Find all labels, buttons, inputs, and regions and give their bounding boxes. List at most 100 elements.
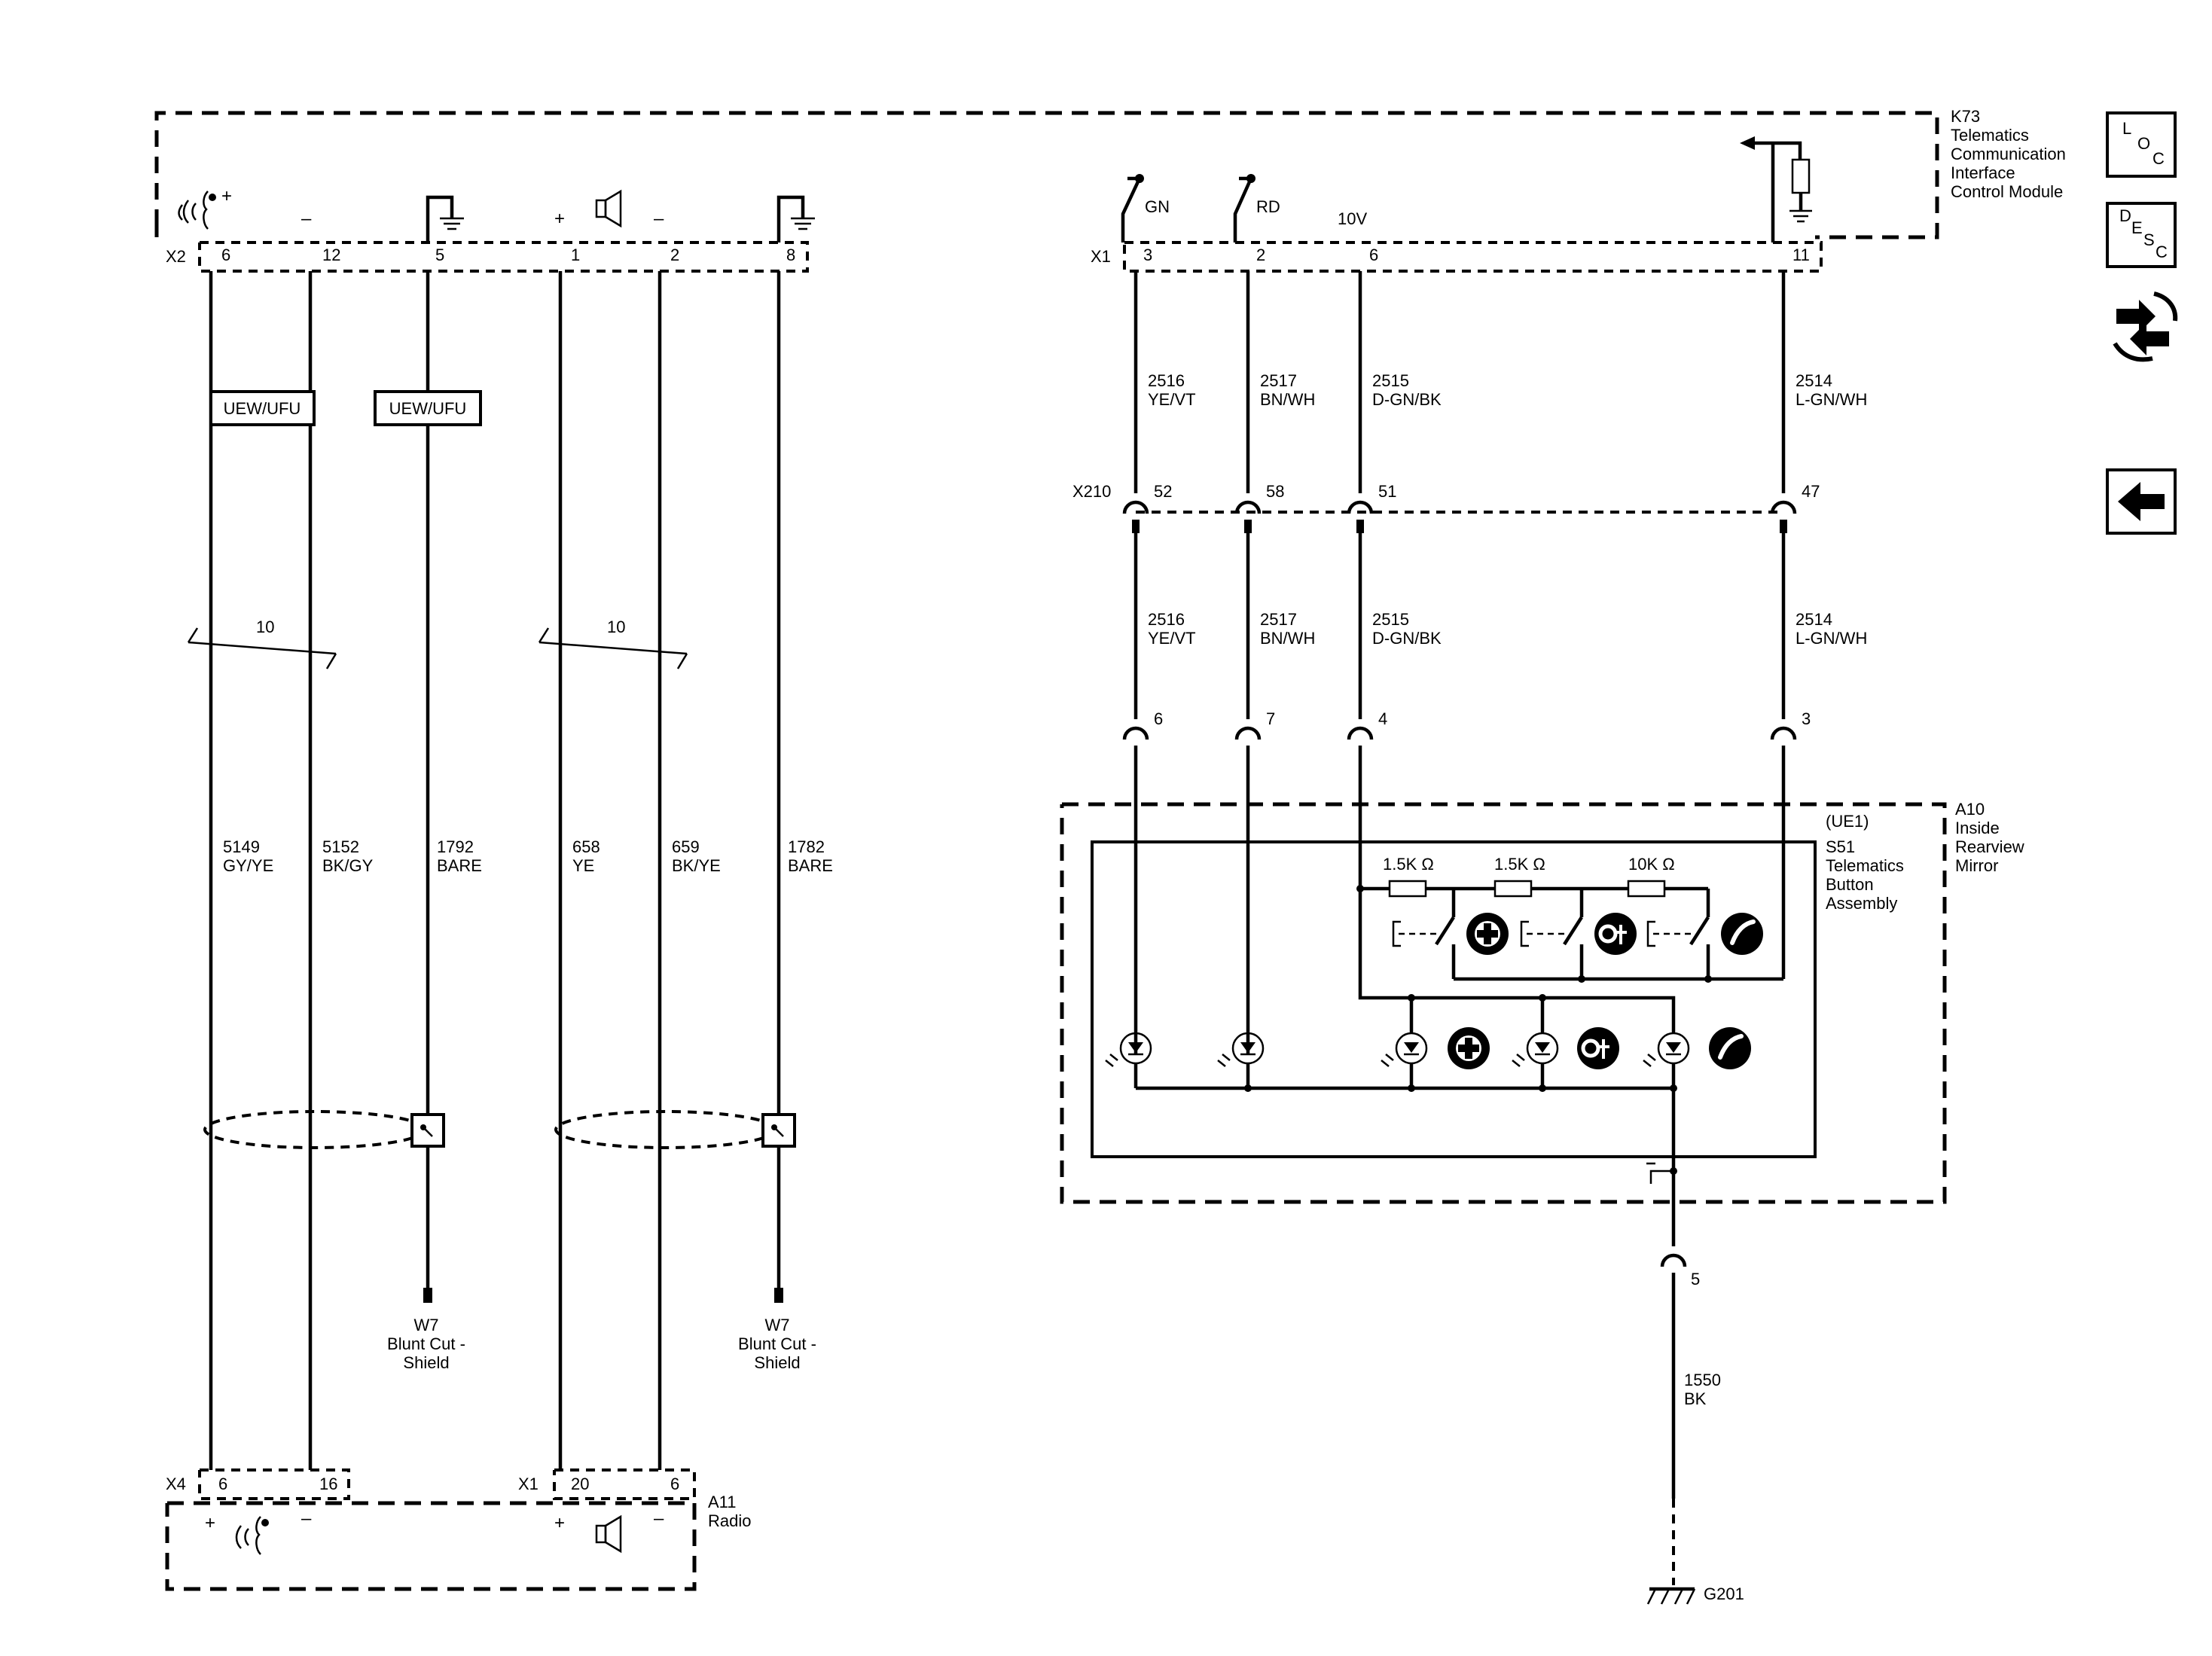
wire-1792-color: BARE — [437, 856, 482, 875]
connector-x2: X2 6 12 5 1 2 8 — [166, 241, 809, 273]
k73-ref: K73 — [1951, 107, 1980, 126]
sos-button-icon — [1448, 1027, 1490, 1069]
option-box-label: UEW/UFU — [224, 399, 301, 418]
a10-ref: A10 — [1955, 800, 1985, 819]
microphone-icon — [178, 191, 216, 230]
shield-ref: W7 — [765, 1316, 790, 1334]
description-button[interactable]: D E S C — [2106, 202, 2177, 268]
k73-name-3: Interface — [1951, 163, 2015, 182]
resistor-3-value: 10K Ω — [1628, 855, 1675, 874]
twisted-pair-marker: 10 — [187, 618, 337, 669]
wire-5149-circuit: 5149 — [223, 837, 260, 856]
connector-x1-top-label: X1 — [1091, 247, 1111, 266]
k73-name-4: Control Module — [1951, 182, 2063, 201]
twist-count: 10 — [607, 618, 625, 636]
switch-phone — [1646, 889, 1710, 979]
back-arrow-icon[interactable] — [2106, 468, 2177, 535]
wire-2514-circuit: 2514 — [1796, 610, 1832, 629]
wire-5152-circuit: 5152 — [322, 837, 359, 856]
twist-count: 10 — [256, 618, 274, 636]
wire-2517-circuit: 2517 — [1260, 371, 1297, 390]
location-button[interactable]: L O C — [2106, 111, 2177, 178]
option-box-uew-ufu: UEW/UFU — [209, 390, 316, 426]
s51-ref: S51 — [1826, 837, 1855, 856]
wire-2516-color: YE/VT — [1148, 390, 1196, 409]
switch-rd-label: RD — [1256, 197, 1280, 216]
a11-name: Radio — [708, 1511, 751, 1530]
phone-button-icon — [1709, 1027, 1751, 1069]
option-box-uew-ufu: UEW/UFU — [374, 390, 482, 426]
description-letter-e: E — [2131, 218, 2143, 237]
shield-desc-2: Shield — [403, 1353, 449, 1372]
pin-x210-58: 58 — [1266, 482, 1284, 501]
k73-mic-minus: – — [301, 209, 312, 229]
pin-a10-6: 6 — [1154, 709, 1163, 728]
connector-x2-label: X2 — [166, 247, 186, 266]
wire-2516-color: YE/VT — [1148, 629, 1196, 648]
pin-x2-8: 8 — [786, 246, 795, 264]
k73-module: K73 Telematics Communication Interface C… — [154, 107, 2066, 239]
s51-name-3: Assembly — [1826, 894, 1897, 913]
wire-2515-circuit: 2515 — [1372, 371, 1409, 390]
connector-x1-top: X1 3 2 6 11 — [1091, 241, 1823, 273]
wire-658-circuit: 658 — [572, 837, 600, 856]
wire-1550-circuit: 1550 — [1684, 1371, 1721, 1389]
wire-658-color: YE — [572, 856, 594, 875]
description-letter-c: C — [2156, 242, 2168, 261]
switch-input-rd: RD — [1233, 174, 1280, 242]
wire-2515-circuit: 2515 — [1372, 610, 1409, 629]
shield-desc-1: Blunt Cut - — [387, 1334, 465, 1353]
microphone-icon — [235, 1516, 269, 1555]
wire-2517-color: BN/WH — [1260, 629, 1315, 648]
a10-name-3: Mirror — [1955, 856, 1998, 875]
s51-name-1: Telematics — [1826, 856, 1904, 875]
switch-common-bus — [1454, 975, 1786, 983]
k73-name-2: Communication — [1951, 145, 2066, 163]
wire-2515-color: D-GN/BK — [1372, 629, 1442, 648]
location-letter-l: L — [2122, 119, 2131, 138]
shield-desc-2: Shield — [754, 1353, 800, 1372]
wire-659-color: BK/YE — [672, 856, 721, 875]
pin-x1-2: 2 — [1256, 246, 1265, 264]
pin-x2-6: 6 — [221, 246, 230, 264]
connector-end-view-icon[interactable] — [2113, 291, 2178, 362]
a11-mic-plus: + — [205, 1513, 215, 1533]
wire-2516-circuit: 2516 — [1148, 371, 1185, 390]
a10-mirror-module: A10 Inside Rearview Mirror — [1060, 800, 2024, 1204]
connector-x210-label: X210 — [1072, 482, 1111, 501]
pin-x1b-20: 20 — [571, 1475, 589, 1493]
wire-1782-circuit: 1782 — [788, 837, 825, 856]
a11-radio-module: X4 6 16 X1 20 6 A11 Radio + – + – — [165, 1468, 751, 1591]
pin-a10-7: 7 — [1266, 709, 1275, 728]
twisted-pair-marker: 10 — [538, 618, 688, 669]
phone-button-icon — [1721, 913, 1763, 955]
pin-x1b-6: 6 — [670, 1475, 679, 1493]
pin-a10-4: 4 — [1378, 709, 1387, 728]
description-letter-d: D — [2119, 206, 2131, 225]
switch-sos — [1392, 889, 1456, 979]
k73-speaker-plus: + — [554, 209, 565, 229]
k73-mic-plus: + — [221, 186, 232, 206]
led-indicator — [1643, 1032, 1690, 1067]
pin-x1-6: 6 — [1369, 246, 1378, 264]
pin-x210-51: 51 — [1378, 482, 1396, 501]
pin-x1-3: 3 — [1143, 246, 1152, 264]
pin-x2-2: 2 — [670, 246, 679, 264]
pin-x2-12: 12 — [322, 246, 340, 264]
resistor-1-value: 1.5K Ω — [1383, 855, 1434, 874]
chassis-ground-icon: G201 — [1646, 1584, 1744, 1605]
s51-name-2: Button — [1826, 875, 1874, 894]
k73-name-1: Telematics — [1951, 126, 2029, 145]
s51-option: (UE1) — [1826, 812, 1869, 831]
speaker-icon — [595, 1514, 622, 1554]
led-indicator — [1217, 1032, 1265, 1067]
switch-gn-label: GN — [1145, 197, 1170, 216]
pin-x210-47: 47 — [1802, 482, 1820, 501]
right-wires — [1133, 271, 1786, 1054]
a11-ref: A11 — [708, 1493, 737, 1511]
pin-x2-5: 5 — [435, 246, 444, 264]
ground-g201-label: G201 — [1704, 1584, 1744, 1603]
a11-speaker-minus: – — [654, 1508, 664, 1529]
resistor-ladder: 1.5K Ω 1.5K Ω 10K Ω — [1356, 855, 1708, 898]
pin-a10-ground: 5 — [1691, 1270, 1700, 1289]
